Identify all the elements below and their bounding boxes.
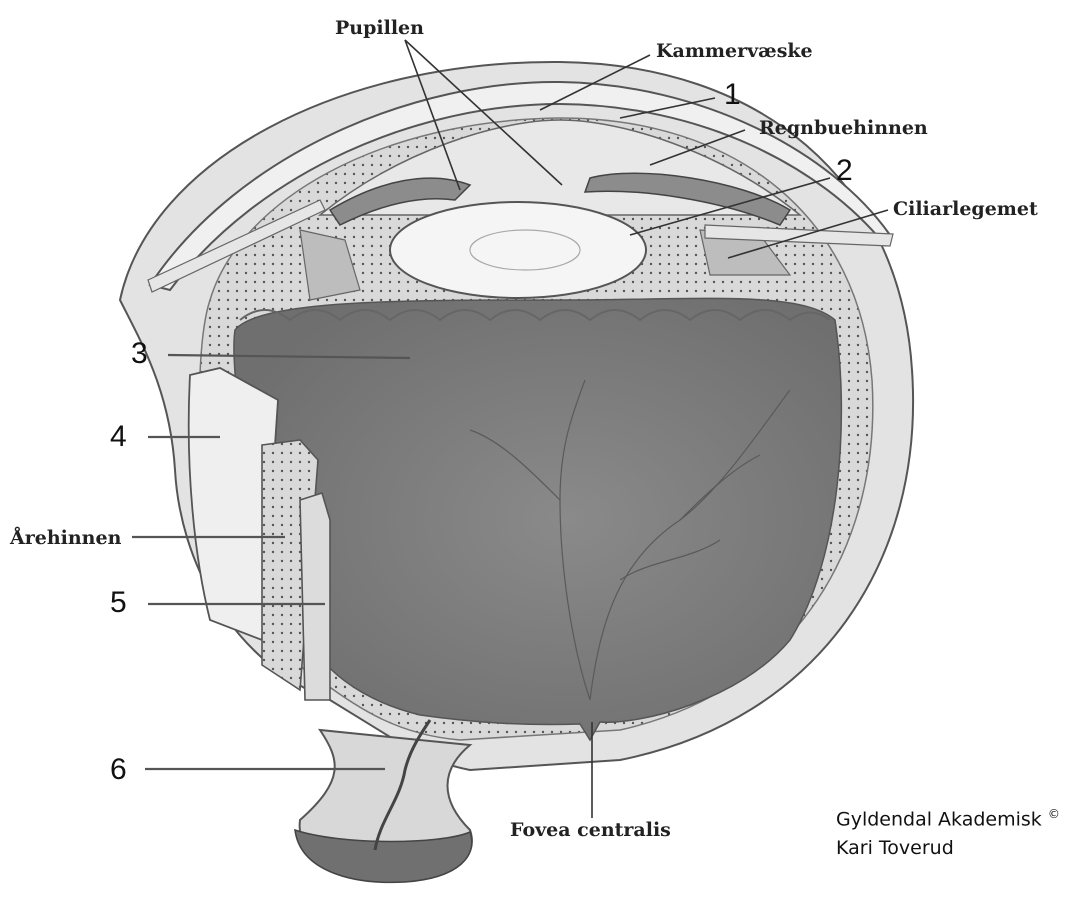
label-kammervaeske: Kammervæske	[656, 40, 813, 62]
label-number-2: 2	[836, 154, 853, 187]
label-number-5: 5	[110, 586, 127, 619]
label-pupillen: Pupillen	[335, 17, 424, 39]
credit-publisher-text: Gyldendal Akademisk	[836, 808, 1042, 830]
label-number-3: 3	[131, 337, 148, 370]
label-number-1: 1	[724, 78, 741, 111]
copyright-symbol: ©	[1048, 807, 1060, 821]
label-fovea-centralis: Fovea centralis	[510, 819, 671, 841]
label-ciliarlegemet: Ciliarlegemet	[893, 198, 1038, 220]
retina-flap	[300, 493, 330, 700]
label-arehinnen: Årehinnen	[9, 526, 122, 549]
label-number-6: 6	[110, 753, 127, 786]
lens	[390, 202, 646, 298]
credit-block: Gyldendal Akademisk © Kari Toverud	[836, 800, 1060, 863]
credit-author: Kari Toverud	[836, 834, 1060, 863]
label-number-4: 4	[110, 420, 127, 453]
credit-publisher: Gyldendal Akademisk ©	[836, 800, 1060, 834]
label-regnbuehinnen: Regnbuehinnen	[759, 117, 928, 139]
